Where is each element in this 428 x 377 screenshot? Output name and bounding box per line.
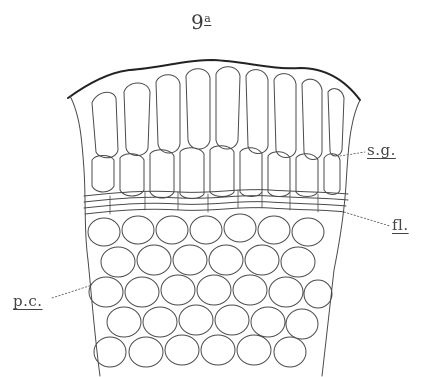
figure-number-value: 9 xyxy=(191,10,204,34)
section-right-edge xyxy=(322,100,360,376)
label-pc: p.c. xyxy=(13,292,43,310)
figure-number-superscript: a xyxy=(204,12,211,25)
section-left-edge xyxy=(70,96,100,376)
sg-leader-line xyxy=(340,152,365,156)
fl-leader-line xyxy=(344,212,390,226)
cuticle-outline xyxy=(68,60,360,100)
palisade-cells-row-2 xyxy=(92,146,340,199)
pc-leader-line xyxy=(52,285,92,298)
figure-number: 9a xyxy=(191,10,211,34)
parenchyma-cells xyxy=(88,214,332,367)
label-fl: fl. xyxy=(392,216,409,234)
fibrous-layer-band xyxy=(84,190,348,214)
label-sg: s.g. xyxy=(367,141,396,159)
